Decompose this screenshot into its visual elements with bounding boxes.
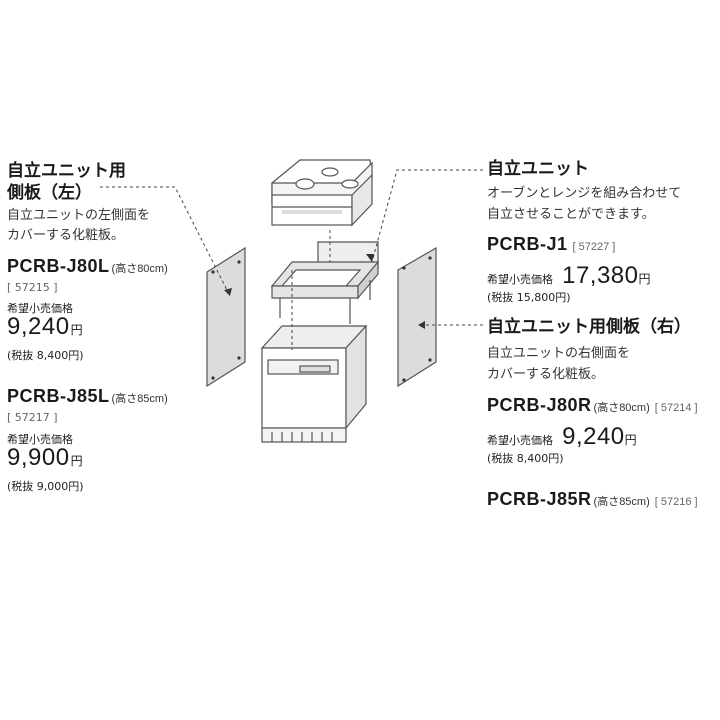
right-side-panel-illustration bbox=[397, 246, 437, 388]
unit-model: PCRB-J1 [ 57227 ] bbox=[487, 234, 615, 255]
unit-panel-desc-line1: オーブンとレンジを組み合わせて bbox=[487, 186, 682, 201]
left-product-1-model: PCRB-J80L(高さ80cm) bbox=[7, 256, 168, 277]
unit-panel-heading: 自立ユニット bbox=[487, 159, 589, 179]
left-product-1-price-label: 希望小売価格 bbox=[7, 302, 73, 315]
right-product-1-price-row: 希望小売価格 9,240円 bbox=[487, 423, 637, 451]
unit-panel-desc-line2: 自立させることができます。 bbox=[487, 207, 655, 222]
left-panel-desc-line1: 自立ユニットの左側面を bbox=[7, 208, 151, 223]
price-label: 希望小売価格 bbox=[487, 273, 553, 286]
height-note: (高さ80cm) bbox=[593, 402, 650, 414]
stand-frame-illustration bbox=[270, 241, 380, 324]
left-product-2-model: PCRB-J85L(高さ85cm) bbox=[7, 386, 168, 407]
price-value: 17,380 bbox=[562, 262, 639, 289]
price-unit: 円 bbox=[70, 323, 84, 337]
price-value: 9,240 bbox=[562, 423, 625, 450]
model-number: PCRB-J1 bbox=[487, 234, 568, 254]
left-product-2-code: [ 57217 ] bbox=[7, 411, 58, 424]
right-panel-heading: 自立ユニット用側板（右） bbox=[487, 317, 691, 337]
leader-arrowheads bbox=[224, 254, 425, 329]
price-unit: 円 bbox=[638, 272, 651, 286]
left-product-2-price-label: 希望小売価格 bbox=[7, 433, 73, 446]
product-code: [ 57216 ] bbox=[654, 496, 698, 508]
unit-price-row: 希望小売価格 17,380円 bbox=[487, 262, 651, 290]
left-product-1-price: 9,240円 bbox=[7, 313, 83, 341]
right-product-1-model: PCRB-J80R(高さ80cm) [ 57214 ] bbox=[487, 395, 698, 416]
right-panel-desc-line1: 自立ユニットの右側面を bbox=[487, 346, 631, 361]
cabinet-illustration bbox=[260, 324, 368, 443]
model-number: PCRB-J85R bbox=[487, 489, 592, 509]
left-product-1-tax-note: (税抜 8,400円) bbox=[7, 349, 84, 362]
product-code: [ 57227 ] bbox=[572, 241, 616, 253]
left-product-1-code: [ 57215 ] bbox=[7, 281, 58, 294]
price-value: 9,900 bbox=[7, 444, 70, 471]
price-value: 9,240 bbox=[7, 313, 70, 340]
left-panel-heading-line1: 自立ユニット用 bbox=[7, 161, 126, 181]
left-product-2-price: 9,900円 bbox=[7, 444, 83, 472]
height-note: (高さ80cm) bbox=[111, 263, 168, 275]
unit-tax-note: (税抜 15,800円) bbox=[487, 291, 571, 304]
model-number: PCRB-J85L bbox=[7, 386, 110, 406]
model-number: PCRB-J80L bbox=[7, 256, 110, 276]
right-product-1-tax-note: (税抜 8,400円) bbox=[487, 452, 564, 465]
right-panel-desc-line2: カバーする化粧板。 bbox=[487, 367, 605, 382]
left-product-2-tax-note: (税抜 9,000円) bbox=[7, 480, 84, 493]
model-number: PCRB-J80R bbox=[487, 395, 592, 415]
product-code: [ 57214 ] bbox=[654, 402, 698, 414]
left-side-panel-illustration bbox=[206, 246, 246, 388]
price-unit: 円 bbox=[624, 433, 637, 447]
height-note: (高さ85cm) bbox=[111, 393, 168, 405]
right-product-2-model: PCRB-J85R(高さ85cm) [ 57216 ] bbox=[487, 489, 698, 510]
price-label: 希望小売価格 bbox=[487, 434, 553, 447]
price-unit: 円 bbox=[70, 454, 84, 468]
left-panel-heading-line2: 側板（左） bbox=[7, 183, 92, 203]
cooktop-illustration bbox=[271, 159, 373, 227]
height-note: (高さ85cm) bbox=[593, 496, 650, 508]
leader-lines bbox=[100, 169, 483, 350]
left-panel-desc-line2: カバーする化粧板。 bbox=[7, 228, 125, 243]
